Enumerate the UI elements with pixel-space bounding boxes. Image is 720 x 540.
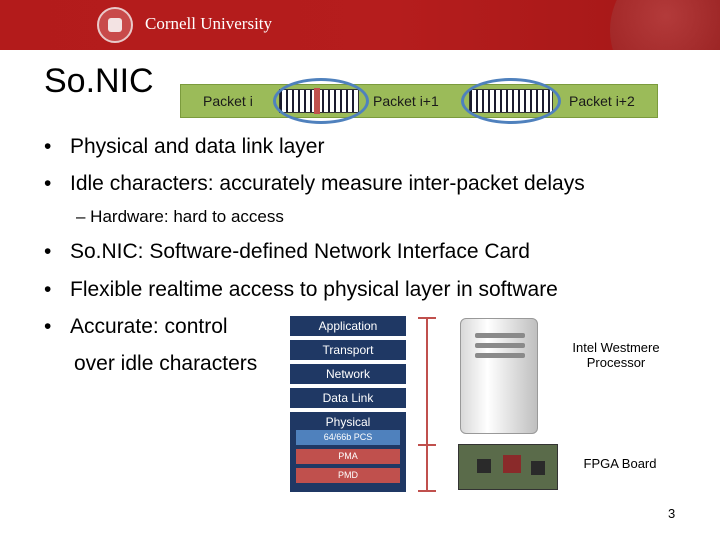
fpga-span-bottom-tick bbox=[418, 490, 436, 492]
gap-highlight-1 bbox=[273, 78, 369, 124]
span-divider-tick bbox=[418, 444, 436, 446]
packet-label-i2: Packet i+2 bbox=[569, 93, 635, 109]
cornell-seal-icon bbox=[97, 7, 133, 43]
server-tower-image bbox=[460, 318, 538, 434]
fpga-board-image bbox=[458, 444, 558, 490]
bullet-2: •Idle characters: accurately measure int… bbox=[44, 172, 585, 195]
gap-highlight-2 bbox=[461, 78, 561, 124]
processor-label: Intel Westmere Processor bbox=[572, 340, 660, 370]
bullet-4: •Flexible realtime access to physical la… bbox=[44, 278, 558, 301]
page-number: 3 bbox=[668, 506, 676, 521]
layer-application: Application bbox=[290, 316, 406, 336]
packet-bar: Packet i Packet i+1 Packet i+2 bbox=[180, 78, 658, 124]
network-stack-diagram: Application Transport Network Data Link … bbox=[290, 316, 406, 492]
decorative-coin-image bbox=[610, 0, 720, 50]
processor-span-arrow bbox=[426, 318, 428, 444]
layer-datalink: Data Link bbox=[290, 388, 406, 408]
physical-title: Physical bbox=[325, 415, 371, 429]
header-bar: Cornell University bbox=[0, 0, 720, 50]
brand-name: Cornell University bbox=[145, 14, 273, 33]
fpga-span-arrow bbox=[426, 446, 428, 490]
fpga-label: FPGA Board bbox=[583, 456, 657, 471]
sublayer-pma: PMA bbox=[296, 449, 400, 464]
layer-physical: Physical 64/66b PCS PMA PMD bbox=[290, 412, 406, 492]
sublayer-pcs: 64/66b PCS bbox=[296, 430, 400, 445]
processor-span-top-tick bbox=[418, 317, 436, 319]
bullet-1: •Physical and data link layer bbox=[44, 135, 325, 158]
sublayer-pmd: PMD bbox=[296, 468, 400, 483]
layer-transport: Transport bbox=[290, 340, 406, 360]
bullet-5-continuation: over idle characters bbox=[74, 352, 258, 375]
sub-bullet: – Hardware: hard to access bbox=[76, 207, 284, 226]
layer-network: Network bbox=[290, 364, 406, 384]
packet-label-i1: Packet i+1 bbox=[373, 93, 439, 109]
bullet-5: •Accurate: control bbox=[44, 315, 228, 338]
packet-label-i: Packet i bbox=[203, 93, 253, 109]
slide-title: So.NIC bbox=[44, 62, 154, 100]
bullet-3: •So.NIC: Software-defined Network Interf… bbox=[44, 240, 530, 263]
